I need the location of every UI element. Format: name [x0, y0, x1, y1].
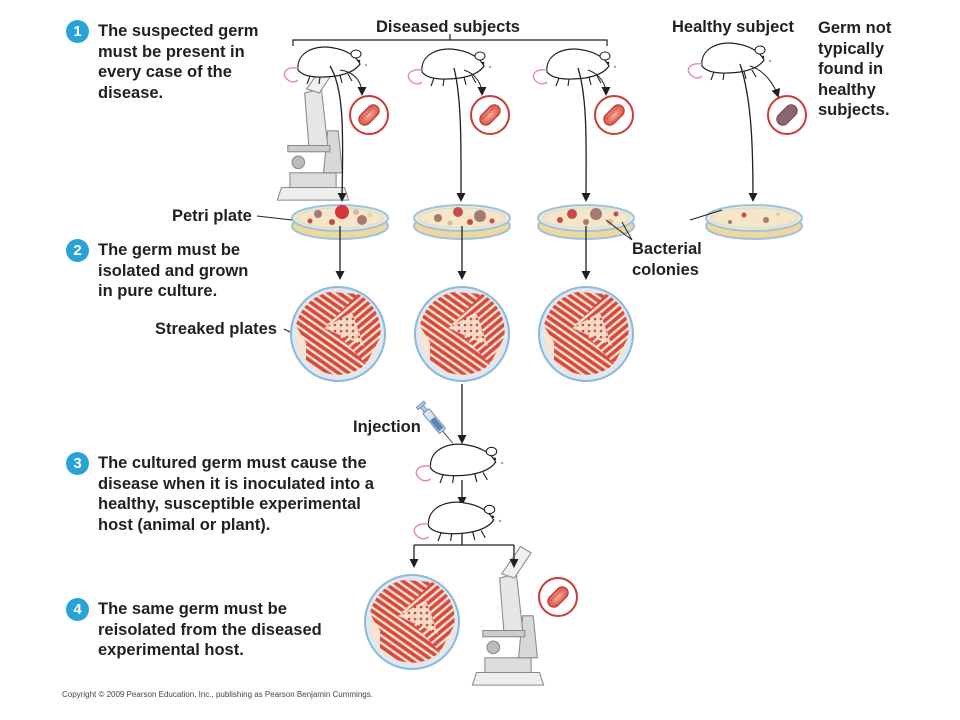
copyright-text: Copyright © 2009 Pearson Education, Inc.… — [62, 690, 373, 699]
petri-plate-label: Petri plate — [172, 207, 252, 225]
syringe-icon — [415, 400, 454, 444]
step-2-text: The germ must be isolated and grown in p… — [98, 241, 249, 300]
streaked-plate-3 — [538, 286, 634, 382]
diseased-subjects-bracket — [292, 34, 608, 46]
bacterial-colonies-label: Bacterial colonies — [632, 240, 702, 279]
microscope-bottom — [471, 545, 545, 686]
reisolated-streaked-plate — [364, 574, 460, 670]
streaked-plates-label: Streaked plates — [155, 320, 277, 338]
germ-healthy-magnified — [767, 95, 807, 135]
healthy-mouse — [687, 42, 772, 81]
step-4-text: The same germ must be reisolated from th… — [98, 600, 322, 659]
germ-not-found-label: Germ not typically found in healthy subj… — [818, 19, 892, 119]
germ-reisolated-magnified — [538, 577, 578, 617]
petri-plate-1 — [291, 204, 389, 240]
petri-plate-2 — [413, 204, 511, 240]
diseased-host-mouse — [413, 501, 502, 542]
streaked-plate-1 — [290, 286, 386, 382]
streaked-plate-2 — [414, 286, 510, 382]
germ-magnified-1 — [349, 95, 389, 135]
germ-magnified-3 — [594, 95, 634, 135]
diseased-subjects-label: Diseased subjects — [376, 18, 520, 36]
step-2-badge: 2 — [66, 239, 89, 262]
injection-label: Injection — [353, 418, 421, 436]
diseased-mouse-2 — [407, 48, 492, 87]
step-1-text: The suspected germ must be present in ev… — [98, 22, 259, 102]
injected-mouse — [415, 443, 504, 484]
healthy-subject-label: Healthy subject — [672, 18, 794, 36]
diseased-mouse-3 — [532, 48, 617, 87]
microscope-top — [276, 60, 350, 201]
germ-magnified-2 — [470, 95, 510, 135]
step-3-badge: 3 — [66, 452, 89, 475]
split-arrows — [414, 534, 514, 546]
petri-plate-3 — [537, 204, 635, 240]
step-3-text: The cultured germ must cause the disease… — [98, 454, 374, 534]
petri-plate-healthy — [705, 204, 803, 240]
step-4-badge: 4 — [66, 598, 89, 621]
step-1-badge: 1 — [66, 20, 89, 43]
